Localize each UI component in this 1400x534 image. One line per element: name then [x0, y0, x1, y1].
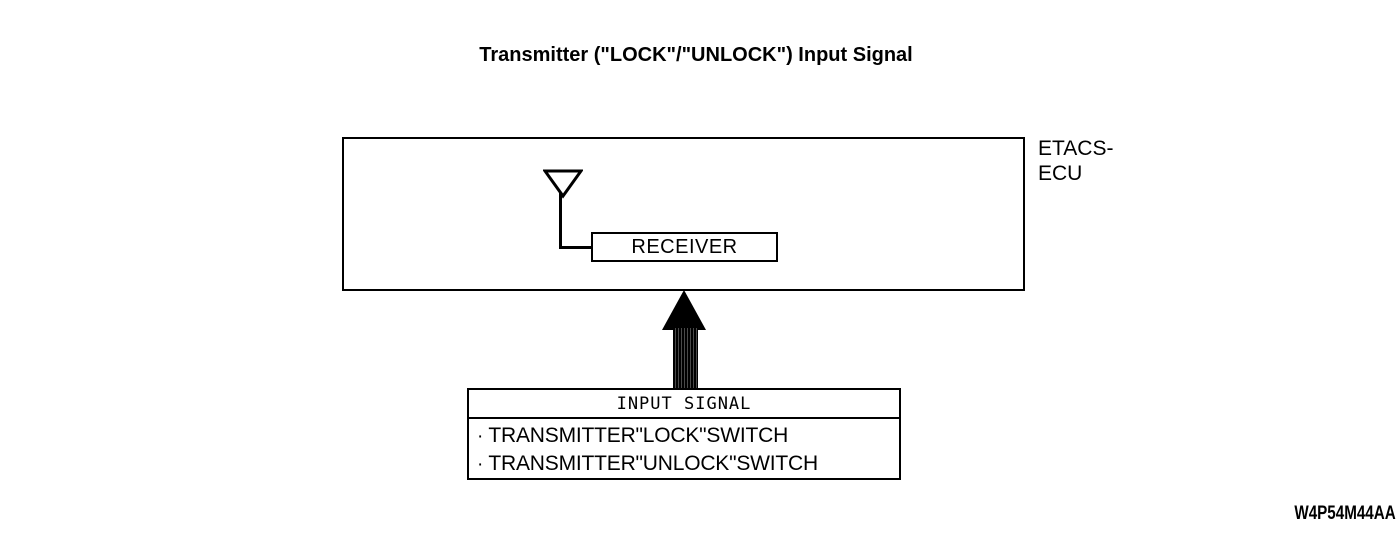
list-item: · TRANSMITTER"LOCK"SWITCH — [477, 422, 899, 450]
etacs-ecu-label: ETACS-ECU — [1038, 136, 1113, 186]
input-signal-header: INPUT SIGNAL — [469, 390, 899, 419]
antenna-stem-line — [559, 193, 562, 249]
antenna-to-receiver-line — [559, 246, 593, 249]
page-title: Transmitter ("LOCK"/"UNLOCK") Input Sign… — [0, 44, 1400, 67]
arrow-head — [662, 290, 706, 330]
arrow-shaft — [673, 328, 698, 390]
receiver-box: RECEIVER — [591, 232, 778, 262]
antenna-triangle-icon — [543, 169, 583, 199]
etacs-ecu-box — [342, 137, 1025, 291]
bullet-icon: · — [477, 454, 484, 475]
receiver-label: RECEIVER — [631, 235, 738, 258]
list-item-label: TRANSMITTER"UNLOCK"SWITCH — [488, 452, 818, 475]
page-title-text: Transmitter ("LOCK"/"UNLOCK") Input Sign… — [479, 44, 913, 66]
list-item: · TRANSMITTER"UNLOCK"SWITCH — [477, 450, 899, 478]
input-signal-box: INPUT SIGNAL · TRANSMITTER"LOCK"SWITCH ·… — [467, 388, 901, 480]
list-item-label: TRANSMITTER"LOCK"SWITCH — [488, 424, 789, 447]
etacs-ecu-label-line-2: ECU — [1038, 162, 1083, 185]
hatched-up-arrow-icon — [660, 290, 712, 390]
input-signal-list: · TRANSMITTER"LOCK"SWITCH · TRANSMITTER"… — [469, 419, 899, 480]
bullet-icon: · — [477, 426, 484, 447]
input-signal-header-label: INPUT SIGNAL — [616, 393, 752, 414]
figure-code: W4P54M44AA — [1294, 503, 1396, 524]
etacs-ecu-label-line-1: ETACS- — [1038, 137, 1114, 160]
